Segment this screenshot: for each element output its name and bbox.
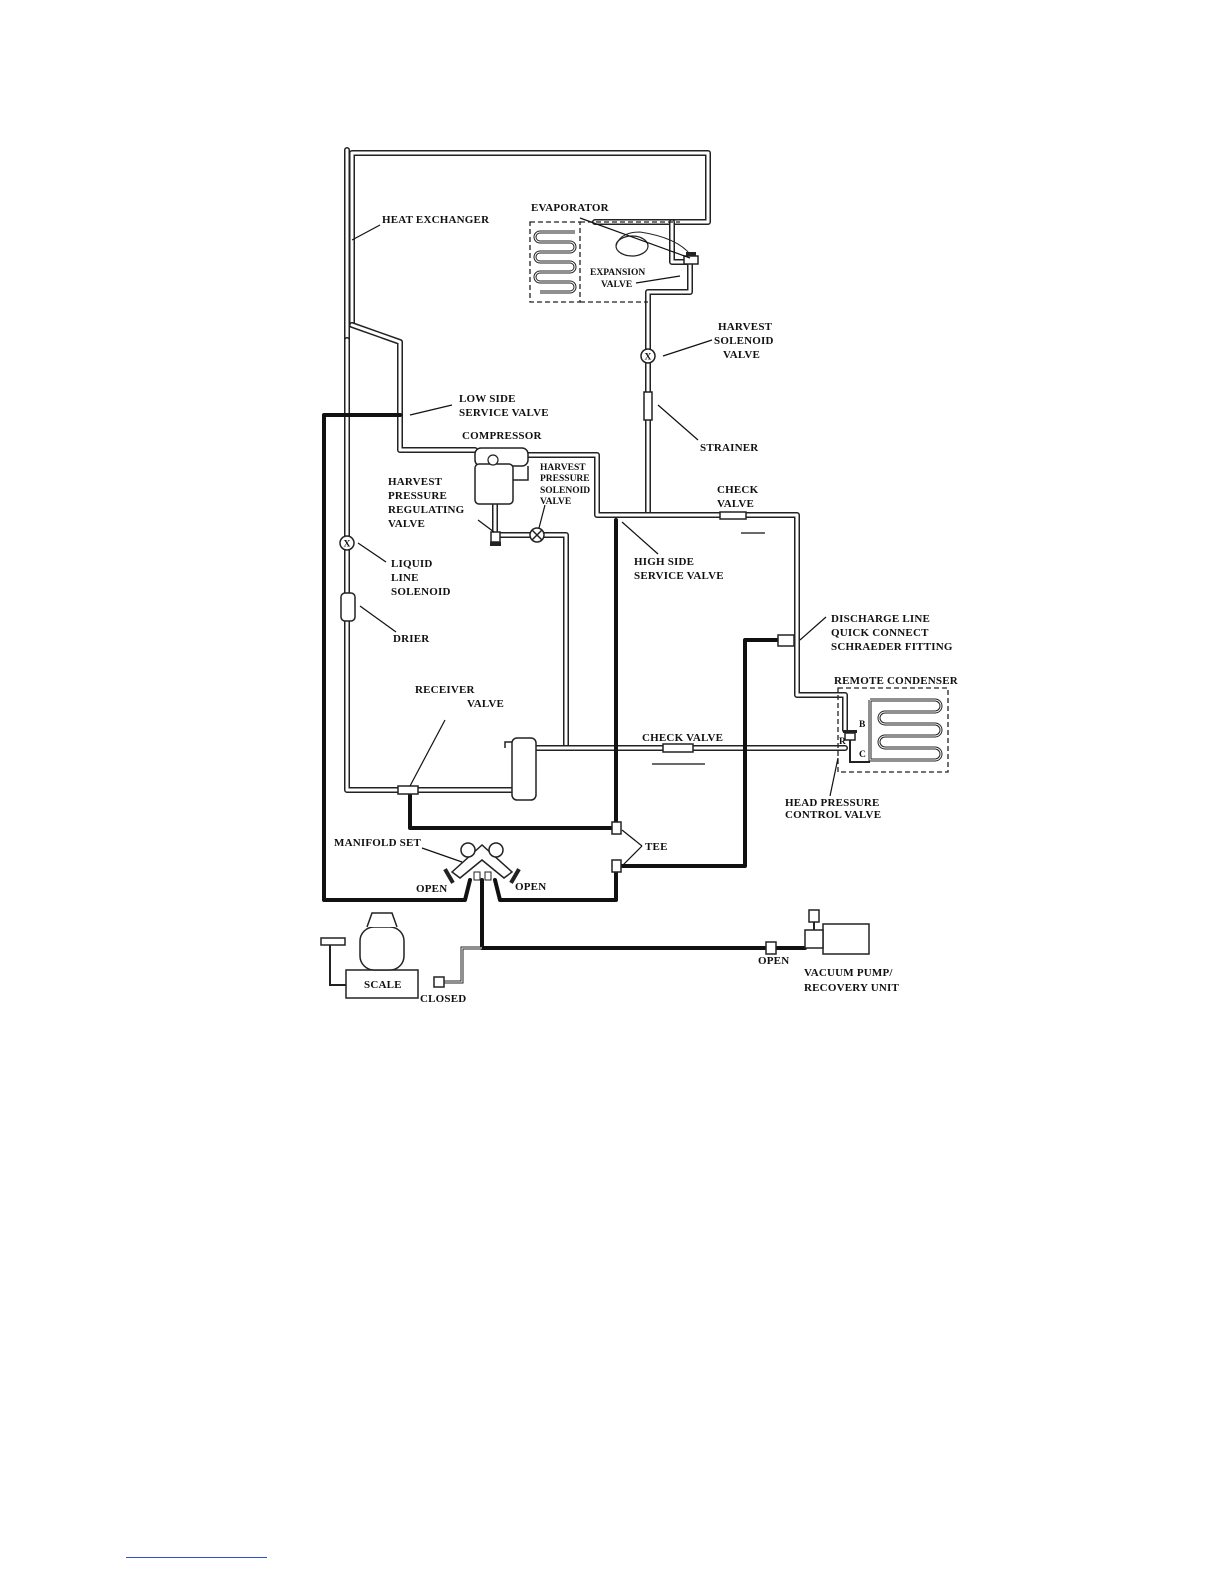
cylinder-valve-closed xyxy=(433,976,445,988)
label-check-top-1: CHECK xyxy=(717,484,759,496)
label-hps-4: VALVE xyxy=(540,497,571,507)
label-manifold-set: MANIFOLD SET xyxy=(334,837,422,849)
label-compressor: COMPRESSOR xyxy=(462,430,542,442)
label-closed: CLOSED xyxy=(420,993,466,1005)
label-hps-2: PRESSURE xyxy=(540,474,590,484)
receiver xyxy=(504,737,537,801)
harvest-solenoid-valve: X xyxy=(640,348,656,364)
label-hpr-4: VALVE xyxy=(388,518,425,530)
label-discharge-1: DISCHARGE LINE xyxy=(831,613,930,625)
label-hpr-3: REGULATING xyxy=(388,504,465,516)
label-high-side-1: HIGH SIDE xyxy=(634,556,694,568)
svg-text:X: X xyxy=(645,353,652,363)
label-tee: TEE xyxy=(645,841,668,853)
label-receiver-1: RECEIVER xyxy=(415,684,476,696)
label-liquid-1: LIQUID xyxy=(391,558,433,570)
label-port-c: C xyxy=(859,750,866,760)
label-vacuum-1: VACUUM PUMP/ xyxy=(804,967,893,979)
manifold-set xyxy=(443,842,521,884)
harvest-pressure-regulating-valve xyxy=(490,531,501,546)
label-high-side-2: SERVICE VALVE xyxy=(634,570,724,582)
check-valve-mid xyxy=(662,743,694,753)
harvest-pressure-solenoid-valve xyxy=(529,527,545,543)
label-discharge-3: SCHRAEDER FITTING xyxy=(831,641,953,653)
label-hps-1: HARVEST xyxy=(540,463,586,473)
label-expansion-1: EXPANSION xyxy=(590,268,645,278)
label-hpr-1: HARVEST xyxy=(388,476,443,488)
label-discharge-2: QUICK CONNECT xyxy=(831,627,929,639)
label-remote-condenser: REMOTE CONDENSER xyxy=(834,675,959,687)
svg-text:X: X xyxy=(344,540,351,550)
label-liquid-2: LINE xyxy=(391,572,419,584)
label-harvest-sol-2: SOLENOID xyxy=(714,335,774,347)
label-check-mid: CHECK VALVE xyxy=(642,732,723,744)
receiver-valve xyxy=(397,785,419,795)
remote-condenser xyxy=(837,687,949,773)
label-vacuum-2: RECOVERY UNIT xyxy=(804,982,899,994)
tee-lower xyxy=(611,859,622,873)
label-head-pressure-2: CONTROL VALVE xyxy=(785,809,881,821)
leader-arrows xyxy=(351,217,839,867)
footer-link-underline xyxy=(126,1557,267,1558)
label-heat-exchanger: HEAT EXCHANGER xyxy=(382,214,490,226)
strainer xyxy=(643,391,653,421)
scale-hose xyxy=(440,946,482,984)
check-valve-top xyxy=(719,511,747,520)
expansion-valve xyxy=(683,252,699,265)
label-drier: DRIER xyxy=(393,633,430,645)
compressor xyxy=(474,447,529,505)
label-strainer: STRAINER xyxy=(700,442,759,454)
label-low-side-2: SERVICE VALVE xyxy=(459,407,549,419)
label-receiver-2: VALVE xyxy=(467,698,504,710)
label-liquid-3: SOLENOID xyxy=(391,586,451,598)
scale xyxy=(320,912,419,999)
label-port-r: R xyxy=(839,737,846,747)
label-check-top-2: VALVE xyxy=(717,498,754,510)
discharge-quick-connect xyxy=(777,634,795,647)
label-head-pressure-1: HEAD PRESSURE xyxy=(785,797,880,809)
label-harvest-sol-1: HARVEST xyxy=(718,321,773,333)
label-expansion-2: VALVE xyxy=(601,280,632,290)
label-low-side-1: LOW SIDE xyxy=(459,393,516,405)
tee-upper xyxy=(611,821,622,835)
label-open-pump: OPEN xyxy=(758,955,789,967)
label-harvest-sol-3: VALVE xyxy=(723,349,760,361)
pump-valve-open xyxy=(765,941,777,955)
vacuum-pump xyxy=(804,909,870,955)
label-scale: SCALE xyxy=(364,979,402,991)
label-evaporator: EVAPORATOR xyxy=(531,202,610,214)
labels: HEAT EXCHANGER EVAPORATOR EXPANSION VALV… xyxy=(334,202,959,1005)
label-open-right: OPEN xyxy=(515,881,546,893)
label-hpr-2: PRESSURE xyxy=(388,490,447,502)
liquid-line-solenoid: X xyxy=(339,535,355,551)
drier xyxy=(340,592,356,622)
label-hps-3: SOLENOID xyxy=(540,486,590,496)
label-port-b: B xyxy=(859,720,866,730)
head-pressure-control-valve xyxy=(843,730,857,741)
evaporator xyxy=(529,221,694,303)
label-open-left: OPEN xyxy=(416,883,447,895)
